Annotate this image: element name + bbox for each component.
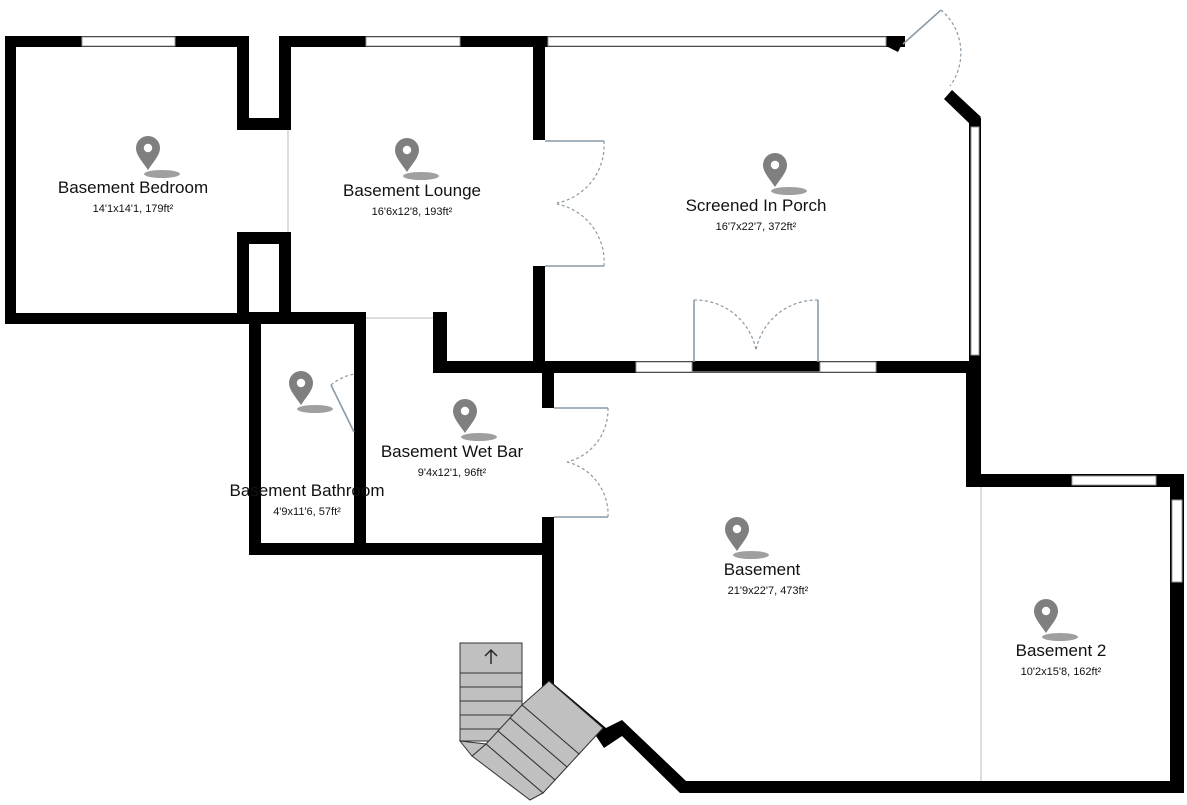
room-name: Basement 2 xyxy=(1016,641,1107,660)
room-basement-2[interactable]: Basement 2 10'2x15'8, 162ft² xyxy=(1016,599,1107,678)
partitions xyxy=(287,130,982,781)
room-basement-wet-bar[interactable]: Basement Wet Bar 9'4x12'1, 96ft² xyxy=(381,399,524,479)
room-dims: 21'9x22'7, 473ft² xyxy=(728,585,809,597)
windows xyxy=(81,36,1183,583)
room-dims: 4'9x11'6, 57ft² xyxy=(273,506,341,518)
room-dims: 16'7x22'7, 372ft² xyxy=(716,221,797,233)
map-pin-icon xyxy=(136,136,180,178)
doors xyxy=(330,9,962,518)
room-basement-lounge[interactable]: Basement Lounge 16'6x12'8, 193ft² xyxy=(343,138,481,218)
room-dims: 16'6x12'8, 193ft² xyxy=(372,206,453,218)
room-name: Basement Wet Bar xyxy=(381,442,524,461)
map-pin-icon xyxy=(395,138,439,180)
map-pin-icon xyxy=(763,153,807,195)
room-screened-in-porch[interactable]: Screened In Porch 16'7x22'7, 372ft² xyxy=(686,153,827,233)
room-dims: 10'2x15'8, 162ft² xyxy=(1021,666,1102,678)
stairs xyxy=(458,642,604,801)
room-basement-bathroom[interactable]: Basement Bathroom 4'9x11'6, 57ft² xyxy=(230,371,385,518)
room-name: Basement Lounge xyxy=(343,181,481,200)
arrow-up-icon xyxy=(484,649,498,664)
room-dims: 14'1x14'1, 179ft² xyxy=(93,203,174,215)
room-basement-bedroom[interactable]: Basement Bedroom 14'1x14'1, 179ft² xyxy=(58,136,208,215)
room-name: Basement xyxy=(724,560,801,579)
map-pin-icon xyxy=(1034,599,1078,641)
walls xyxy=(5,36,1184,793)
map-pin-icon xyxy=(725,517,769,559)
room-name: Basement Bedroom xyxy=(58,178,208,197)
map-pin-icon xyxy=(289,371,333,413)
room-basement[interactable]: Basement 21'9x22'7, 473ft² xyxy=(724,517,809,597)
map-pin-icon xyxy=(453,399,497,441)
room-name: Screened In Porch xyxy=(686,196,827,215)
room-name: Basement Bathroom xyxy=(230,481,385,500)
room-dims: 9'4x12'1, 96ft² xyxy=(418,467,487,479)
